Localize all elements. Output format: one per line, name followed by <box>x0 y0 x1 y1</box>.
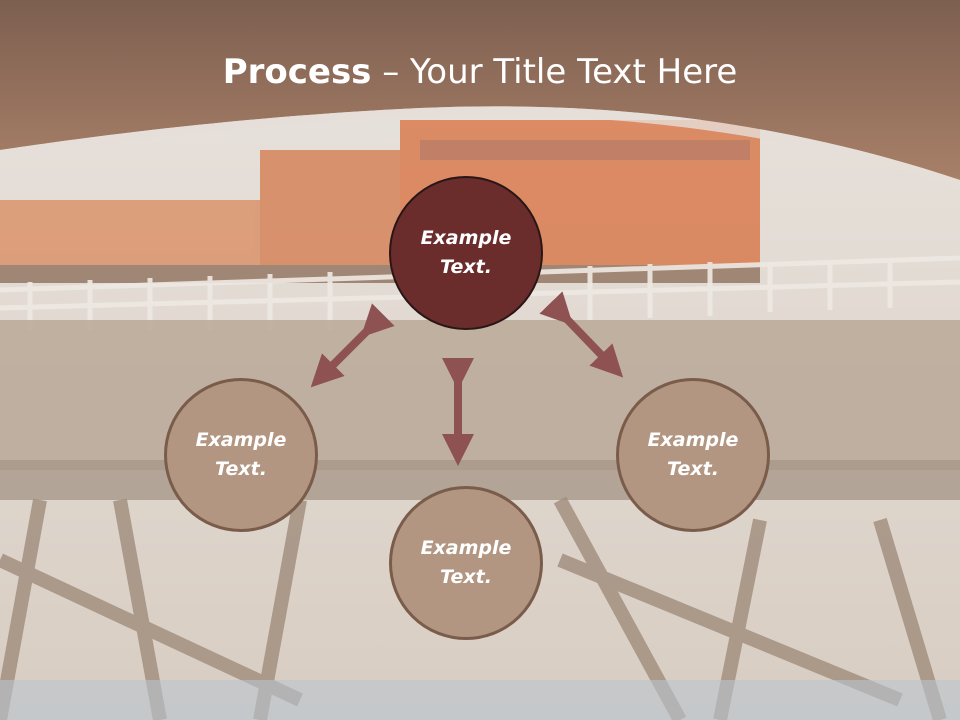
circle-right-text: Example Text. <box>647 429 739 480</box>
circle-bottom-text: Example Text. <box>420 537 512 588</box>
circle-right: Example Text. <box>616 378 770 532</box>
circle-bottom: Example Text. <box>389 486 543 640</box>
circle-top: Example Text. <box>389 176 543 330</box>
circle-left-text: Example Text. <box>195 429 287 480</box>
circle-top-text: Example Text. <box>420 227 512 278</box>
page-title: Process – Your Title Text Here <box>0 52 960 92</box>
title-bold: Process <box>222 52 372 92</box>
title-rest: – Your Title Text Here <box>371 52 738 92</box>
circle-left: Example Text. <box>164 378 318 532</box>
